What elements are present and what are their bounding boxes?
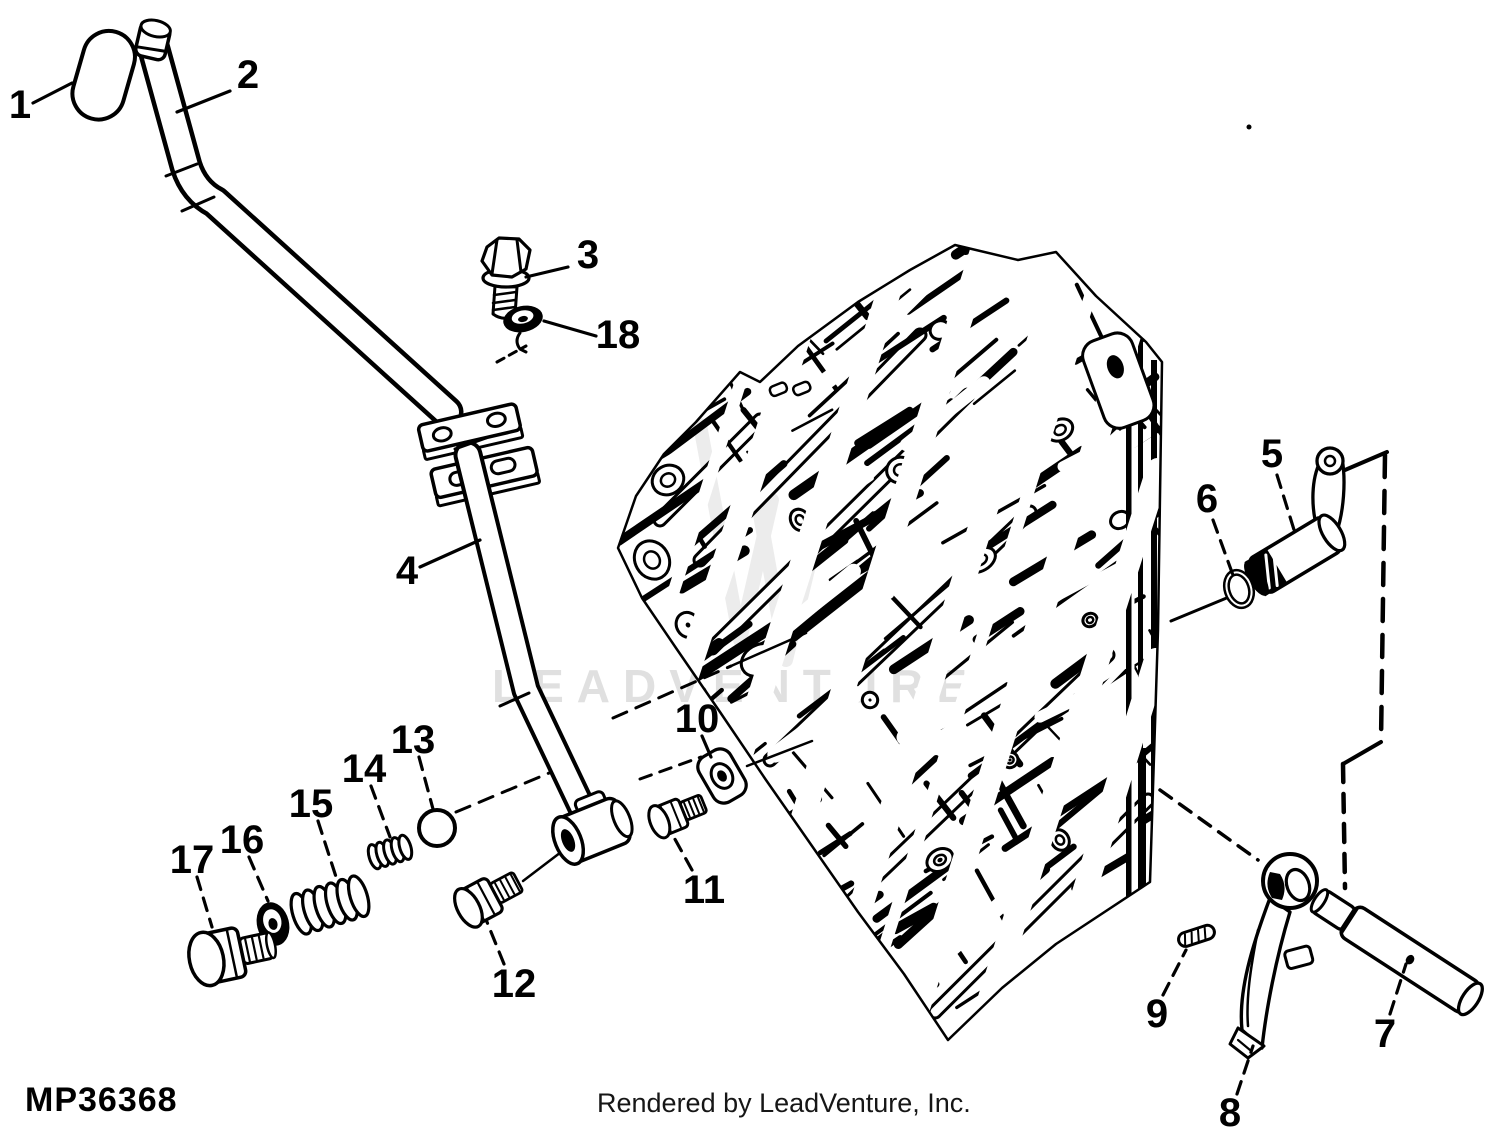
callout-leader bbox=[485, 920, 506, 966]
center-line-lower-solid bbox=[745, 739, 814, 768]
render-credit: Rendered by LeadVenture, Inc. bbox=[597, 1088, 971, 1118]
callout-label[interactable]: 18 bbox=[596, 313, 641, 357]
callout-leader bbox=[316, 819, 340, 885]
callout-leader bbox=[1211, 518, 1236, 580]
callout-label[interactable]: 9 bbox=[1146, 992, 1168, 1036]
callout-label[interactable]: 16 bbox=[220, 818, 265, 862]
center-line-lower-b bbox=[638, 755, 703, 781]
callout-leader bbox=[1388, 962, 1408, 1016]
callout-2[interactable]: 2 bbox=[175, 53, 259, 114]
callout-label[interactable]: 2 bbox=[237, 53, 259, 97]
callout-label[interactable]: 13 bbox=[391, 718, 436, 762]
callout-label[interactable]: 15 bbox=[289, 782, 334, 826]
callout-4[interactable]: 4 bbox=[396, 538, 482, 593]
callout-label[interactable]: 12 bbox=[492, 962, 537, 1006]
watermark-text: LEADVENTURE bbox=[492, 660, 980, 712]
lever-top-cap bbox=[133, 18, 172, 62]
callout-label[interactable]: 5 bbox=[1261, 432, 1283, 476]
lever-shaft-part-4 bbox=[453, 436, 599, 827]
bolt-part-17 bbox=[187, 926, 277, 988]
callout-leader bbox=[247, 855, 270, 903]
callout-leader bbox=[1235, 1044, 1255, 1096]
callout-label[interactable]: 10 bbox=[675, 697, 720, 741]
center-line-upper bbox=[611, 664, 733, 720]
callout-1[interactable]: 1 bbox=[9, 81, 74, 127]
callout-leader bbox=[369, 784, 392, 839]
callout-leader bbox=[1161, 948, 1188, 997]
knob-part-1 bbox=[70, 28, 137, 122]
callout-leader bbox=[31, 81, 74, 105]
shift-lever-part-2 bbox=[133, 18, 464, 429]
phantom-vertical-lower bbox=[1340, 761, 1348, 891]
callout-label[interactable]: 7 bbox=[1374, 1012, 1396, 1056]
callout-8[interactable]: 8 bbox=[1219, 1044, 1255, 1129]
callout-label[interactable]: 11 bbox=[683, 868, 725, 912]
callout-leader bbox=[418, 538, 482, 569]
fork-leader-dashed bbox=[1158, 788, 1260, 862]
washer-part-18 bbox=[495, 305, 543, 364]
phantom-boundary bbox=[1158, 450, 1389, 891]
center-line-lower-a bbox=[454, 766, 563, 814]
print-dot bbox=[1246, 124, 1252, 130]
clamp-collar bbox=[551, 790, 634, 866]
callout-leader bbox=[542, 319, 598, 338]
callout-5[interactable]: 5 bbox=[1261, 432, 1297, 535]
callout-label[interactable]: 4 bbox=[396, 549, 419, 593]
callout-label[interactable]: 14 bbox=[342, 747, 387, 791]
callout-label[interactable]: 8 bbox=[1219, 1091, 1241, 1129]
callout-15[interactable]: 15 bbox=[289, 782, 340, 885]
callout-leader bbox=[1275, 473, 1297, 535]
lever-part-5 bbox=[1244, 446, 1347, 597]
spring-part-15 bbox=[289, 874, 371, 936]
case-slots bbox=[768, 380, 812, 398]
callout-11[interactable]: 11 bbox=[669, 830, 725, 912]
callout-16[interactable]: 16 bbox=[220, 818, 270, 903]
callout-leader bbox=[175, 89, 232, 114]
callout-13[interactable]: 13 bbox=[391, 718, 436, 811]
bolt-part-11 bbox=[647, 793, 708, 840]
detent-ball-part-13 bbox=[417, 808, 457, 848]
phantom-top-diagonal bbox=[1343, 450, 1389, 472]
callout-14[interactable]: 14 bbox=[342, 747, 392, 839]
callout-17[interactable]: 17 bbox=[170, 838, 215, 929]
spring-part-14 bbox=[366, 833, 414, 871]
callout-label[interactable]: 1 bbox=[9, 83, 31, 127]
center-lines bbox=[454, 595, 1231, 883]
callout-10[interactable]: 10 bbox=[675, 697, 720, 759]
callout-12[interactable]: 12 bbox=[485, 920, 537, 1006]
callout-7[interactable]: 7 bbox=[1374, 962, 1408, 1056]
shaft-part-7 bbox=[1309, 888, 1484, 1017]
center-line-upper-solid bbox=[729, 631, 808, 668]
guide-plate-part-10 bbox=[696, 747, 748, 805]
phantom-vertical-upper bbox=[1378, 452, 1388, 745]
callout-18[interactable]: 18 bbox=[542, 313, 641, 357]
phantom-jog bbox=[1341, 740, 1383, 766]
part-code: MP36368 bbox=[25, 1081, 178, 1119]
case-outline bbox=[616, 243, 1164, 1042]
callout-6[interactable]: 6 bbox=[1196, 477, 1236, 580]
callout-leader bbox=[669, 830, 694, 872]
oring-axis bbox=[1169, 595, 1231, 623]
callout-label[interactable]: 6 bbox=[1196, 477, 1218, 521]
case-corner-panel bbox=[1081, 331, 1156, 430]
callout-leader bbox=[524, 265, 570, 279]
bolt-part-12 bbox=[453, 871, 524, 929]
callout-3[interactable]: 3 bbox=[524, 233, 599, 279]
callout-label[interactable]: 3 bbox=[577, 233, 599, 277]
shift-fork-part-8 bbox=[1228, 852, 1319, 1060]
callout-leader bbox=[195, 875, 214, 929]
callout-label[interactable]: 17 bbox=[170, 838, 215, 882]
callout-leader bbox=[700, 734, 713, 759]
callout-9[interactable]: 9 bbox=[1146, 948, 1188, 1036]
pin-part-9 bbox=[1177, 923, 1216, 948]
callout-leader bbox=[417, 755, 435, 811]
